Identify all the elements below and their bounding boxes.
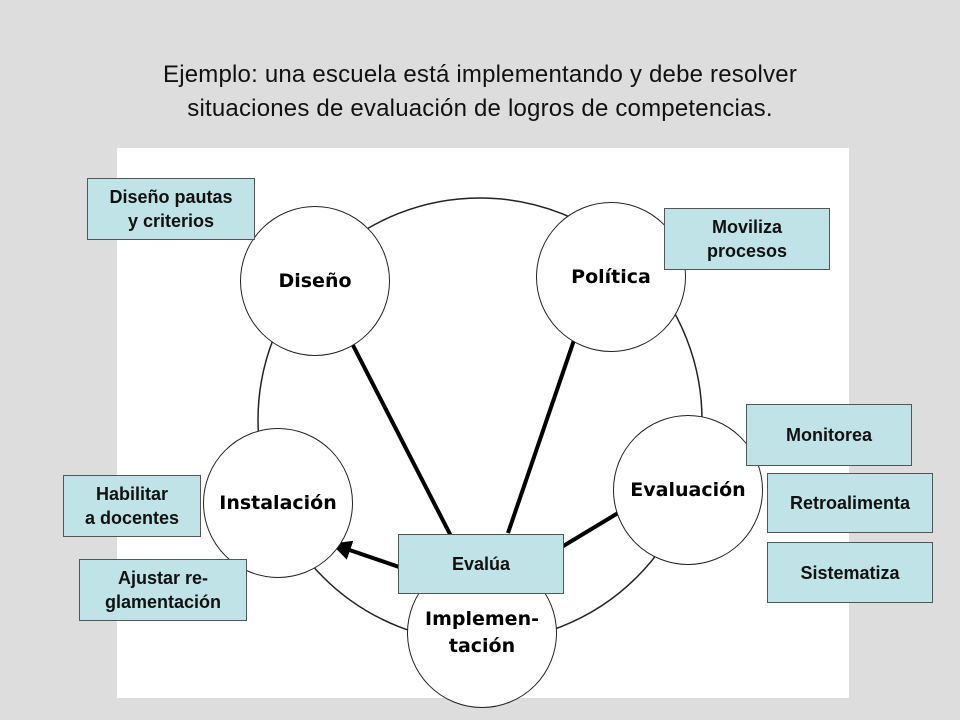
label-diseno-pautas-line-1: Diseño pautas — [109, 187, 233, 207]
label-retroalimenta: Retroalimenta — [767, 473, 933, 533]
label-moviliza-line-2: procesos — [706, 241, 788, 261]
node-implementacion-line-2: tación — [448, 635, 516, 657]
label-retroalimenta-text: Retroalimenta — [789, 493, 911, 513]
label-sistematiza: Sistematiza — [767, 542, 933, 603]
node-evaluacion-label: Evaluación — [630, 478, 746, 501]
node-politica: Política — [536, 202, 686, 352]
label-sistematiza-text: Sistematiza — [800, 562, 900, 583]
label-evalua-text: Evalúa — [451, 554, 511, 574]
label-moviliza-line-1: Moviliza — [711, 217, 782, 237]
label-habilitar-line-2: a docentes — [84, 508, 180, 528]
label-monitorea: Monitorea — [746, 404, 912, 466]
label-evalua: Evalúa — [398, 534, 564, 594]
node-politica-label: Política — [571, 265, 651, 288]
node-implementacion-label: Implemen- tación — [425, 606, 539, 660]
node-diseno: Diseño — [240, 206, 390, 356]
title-line-2: situaciones de evaluación de logros de c… — [187, 95, 773, 122]
title-line-1: Ejemplo: una escuela está implementando … — [162, 61, 798, 88]
node-instalacion: Instalación — [203, 428, 353, 578]
label-habilitar-docentes: Habilitar a docentes — [63, 475, 201, 537]
arrow-to-instalacion — [331, 540, 403, 570]
label-ajustar-line-2: glamentación — [104, 592, 222, 612]
label-ajustar-reglamentacion: Ajustar re- glamentación — [79, 559, 247, 621]
node-instalacion-label: Instalación — [219, 491, 337, 514]
node-evaluacion: Evaluación — [613, 415, 763, 565]
label-diseno-pautas: Diseño pautas y criterios — [87, 178, 255, 240]
label-monitorea-text: Monitorea — [785, 425, 872, 445]
arrow-to-diseno — [338, 316, 455, 541]
label-ajustar-line-1: Ajustar re- — [117, 568, 209, 588]
arrow-to-politica — [506, 304, 590, 534]
label-diseno-pautas-line-2: y criterios — [127, 211, 215, 231]
node-diseno-label: Diseño — [278, 269, 352, 292]
label-habilitar-line-1: Habilitar — [95, 484, 169, 504]
label-moviliza-procesos: Moviliza procesos — [664, 208, 830, 270]
node-implementacion-line-1: Implemen- — [425, 608, 539, 630]
slide-title: Ejemplo: una escuela está implementando … — [0, 58, 960, 126]
